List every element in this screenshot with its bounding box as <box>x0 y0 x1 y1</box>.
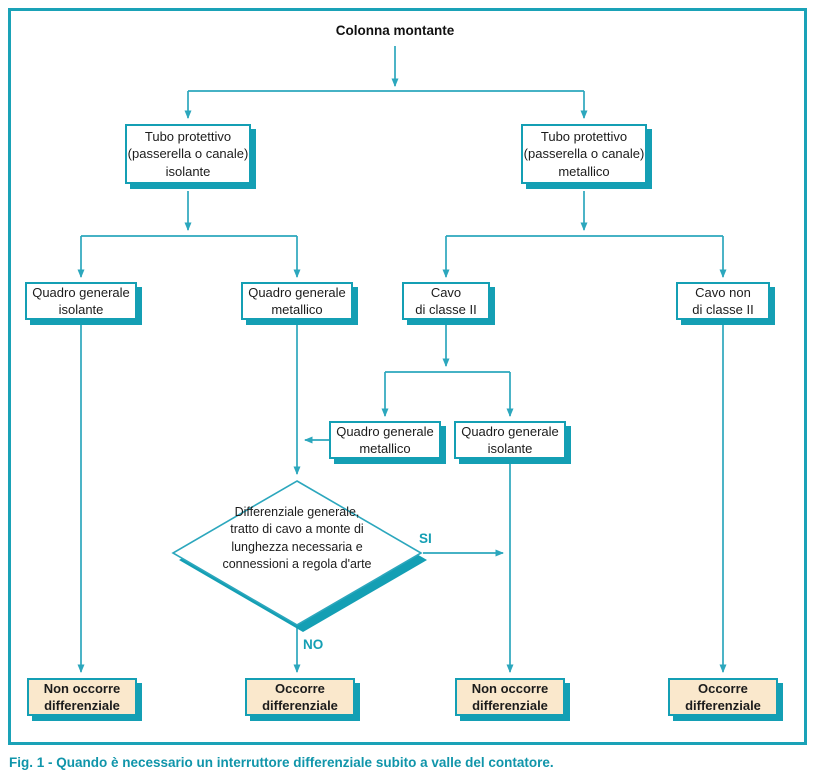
branch-label-no: NO <box>303 637 324 652</box>
figure-frame <box>8 8 807 745</box>
branch-label-si: SI <box>419 531 432 546</box>
node-tubo-protettivo-isolante: Tubo protettivo (passerella o canale) is… <box>125 124 251 184</box>
decision-condition-text: Differenziale generale, tratto di cavo a… <box>222 505 372 571</box>
outcome-non-occorre-differenziale-1: Non occorre differenziale <box>27 678 137 716</box>
outcome-non-occorre-differenziale-2: Non occorre differenziale <box>455 678 565 716</box>
flow-start-label: Colonna montante <box>335 23 455 38</box>
node-quadro-generale-isolante-1: Quadro generale isolante <box>25 282 137 320</box>
node-quadro-generale-isolante-2: Quadro generale isolante <box>454 421 566 459</box>
node-cavo-non-di-classe-2: Cavo non di classe II <box>676 282 770 320</box>
node-quadro-generale-metallico-2: Quadro generale metallico <box>329 421 441 459</box>
outcome-occorre-differenziale-1: Occorre differenziale <box>245 678 355 716</box>
node-quadro-generale-metallico-1: Quadro generale metallico <box>241 282 353 320</box>
node-cavo-di-classe-2: Cavo di classe II <box>402 282 490 320</box>
outcome-occorre-differenziale-2: Occorre differenziale <box>668 678 778 716</box>
figure-caption: Fig. 1 - Quando è necessario un interrut… <box>9 755 554 770</box>
node-tubo-protettivo-metallico: Tubo protettivo (passerella o canale) me… <box>521 124 647 184</box>
